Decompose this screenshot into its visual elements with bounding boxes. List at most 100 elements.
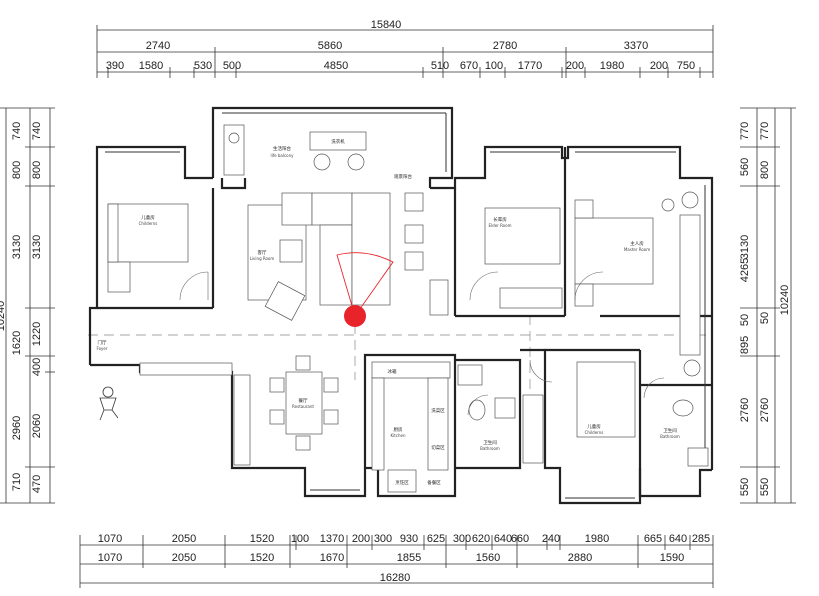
dimension-label: 3130 <box>11 235 23 259</box>
camera-viewpoint-marker[interactable] <box>336 252 394 327</box>
living-sofa <box>247 192 391 321</box>
dimension-label: 1220 <box>31 322 43 346</box>
dimension-label: 2050 <box>172 533 196 545</box>
dimension-label: 620 <box>472 533 490 545</box>
balcony-items <box>223 124 367 176</box>
dimension-label: 1590 <box>660 552 684 564</box>
dimension-label: 770 <box>739 122 751 140</box>
label-cook-zone: 切菜区 <box>431 444 445 451</box>
label-bathroom-2-en: Bathroom <box>660 434 680 439</box>
dim-top-total: 15840 <box>371 19 402 31</box>
dimension-label: 3130 <box>31 235 43 259</box>
dimension-label: 800 <box>759 161 771 179</box>
dimension-label: 50 <box>739 314 751 326</box>
label-foyer-en: Foyer <box>96 346 107 351</box>
label-restaurant-en: Restaurant <box>292 404 314 409</box>
dimension-label: 550 <box>759 478 771 496</box>
dimension-label: 1370 <box>320 533 344 545</box>
dimension-label: 1620 <box>11 331 23 355</box>
dim-left-total: 10240 <box>0 301 7 332</box>
dimension-label: 100 <box>291 533 309 545</box>
dimension-label: 930 <box>400 533 418 545</box>
dimension-label: 660 <box>511 533 529 545</box>
master-bed <box>574 191 701 356</box>
dimension-label: 1520 <box>250 552 274 564</box>
dimension-label: 285 <box>692 533 710 545</box>
dimension-label: 560 <box>739 158 751 176</box>
dimension-label: 4850 <box>324 60 348 72</box>
dimension-label: 1980 <box>600 60 624 72</box>
dimension-label: 670 <box>460 60 478 72</box>
left-dimension-lines <box>0 107 55 504</box>
label-stove-zone: 烹饪区 <box>395 479 409 486</box>
label-foyer-cn: 门厅 <box>98 339 107 346</box>
dimension-label: 300 <box>374 533 392 545</box>
label-sink-zone: 洗菜区 <box>431 407 445 414</box>
bathroom-1-fixtures <box>457 364 516 421</box>
dimension-label: 100 <box>485 60 503 72</box>
dimension-label: 240 <box>542 533 560 545</box>
foyer-cabinet <box>139 362 251 466</box>
bathroom-2-fixtures <box>672 359 709 467</box>
label-life-balcony-en: life balcony <box>270 153 294 158</box>
bottom-dimension-lines <box>79 535 714 588</box>
exterior-walls <box>88 106 714 505</box>
dimension-label: 530 <box>194 60 212 72</box>
label-bathroom-1-en: Bathroom <box>480 446 500 451</box>
dimension-label: 500 <box>223 60 241 72</box>
label-master-room-cn: 主人房 <box>630 240 644 247</box>
dining-table <box>269 355 339 451</box>
label-kitchen-cn: 厨房 <box>394 426 403 433</box>
dimension-label: 1580 <box>139 60 163 72</box>
dimension-label: 200 <box>566 60 584 72</box>
dimension-label: 300 <box>453 533 471 545</box>
elder-bed <box>484 207 563 309</box>
label-kitchen-en: Kitchen <box>390 433 405 438</box>
dimension-label: 800 <box>31 161 43 179</box>
label-children-room-1-cn: 儿童房 <box>141 214 155 221</box>
dimension-label: 1560 <box>476 552 500 564</box>
dimension-label: 550 <box>739 478 751 496</box>
children-bed-1 <box>107 203 189 293</box>
dimension-label: 740 <box>11 122 23 140</box>
dimension-label: 665 <box>644 533 662 545</box>
top-dimension-lines <box>96 25 714 78</box>
dimension-label: 625 <box>427 533 445 545</box>
tv-cabinet <box>404 192 449 316</box>
label-living-room-en: Living Room <box>250 256 275 261</box>
dimension-label: 4265 <box>739 258 751 282</box>
door-swings <box>179 271 665 416</box>
kitchen-counters <box>371 361 451 493</box>
label-life-balcony-cn: 生活阳台 <box>273 145 291 152</box>
label-fridge: 冰箱 <box>388 368 397 375</box>
dimension-label: 1520 <box>250 533 274 545</box>
dimension-label: 895 <box>739 336 751 354</box>
dimension-label: 3130 <box>739 235 751 259</box>
dimension-label: 740 <box>31 122 43 140</box>
dimension-label: 1770 <box>518 60 542 72</box>
dimension-label: 2050 <box>172 552 196 564</box>
dimension-label: 200 <box>650 60 668 72</box>
person-icon <box>99 386 119 421</box>
children-bed-2 <box>522 361 636 464</box>
dimension-label: 2960 <box>11 416 23 440</box>
label-kitchen-balcony: 观景阳台 <box>394 173 412 180</box>
label-children-room-1-en: Childerns <box>139 221 158 226</box>
right-dimension-lines <box>740 107 796 504</box>
dimension-label: 1670 <box>320 552 344 564</box>
dimension-label: 470 <box>31 475 43 493</box>
label-elder-room-en: Elder Room <box>489 223 512 228</box>
label-elder-room-cn: 长辈房 <box>493 216 507 223</box>
dimension-label: 2780 <box>493 40 517 52</box>
dimension-label: 400 <box>31 358 43 376</box>
label-washer: 洗衣机 <box>331 138 345 145</box>
dimension-label: 50 <box>759 312 771 324</box>
